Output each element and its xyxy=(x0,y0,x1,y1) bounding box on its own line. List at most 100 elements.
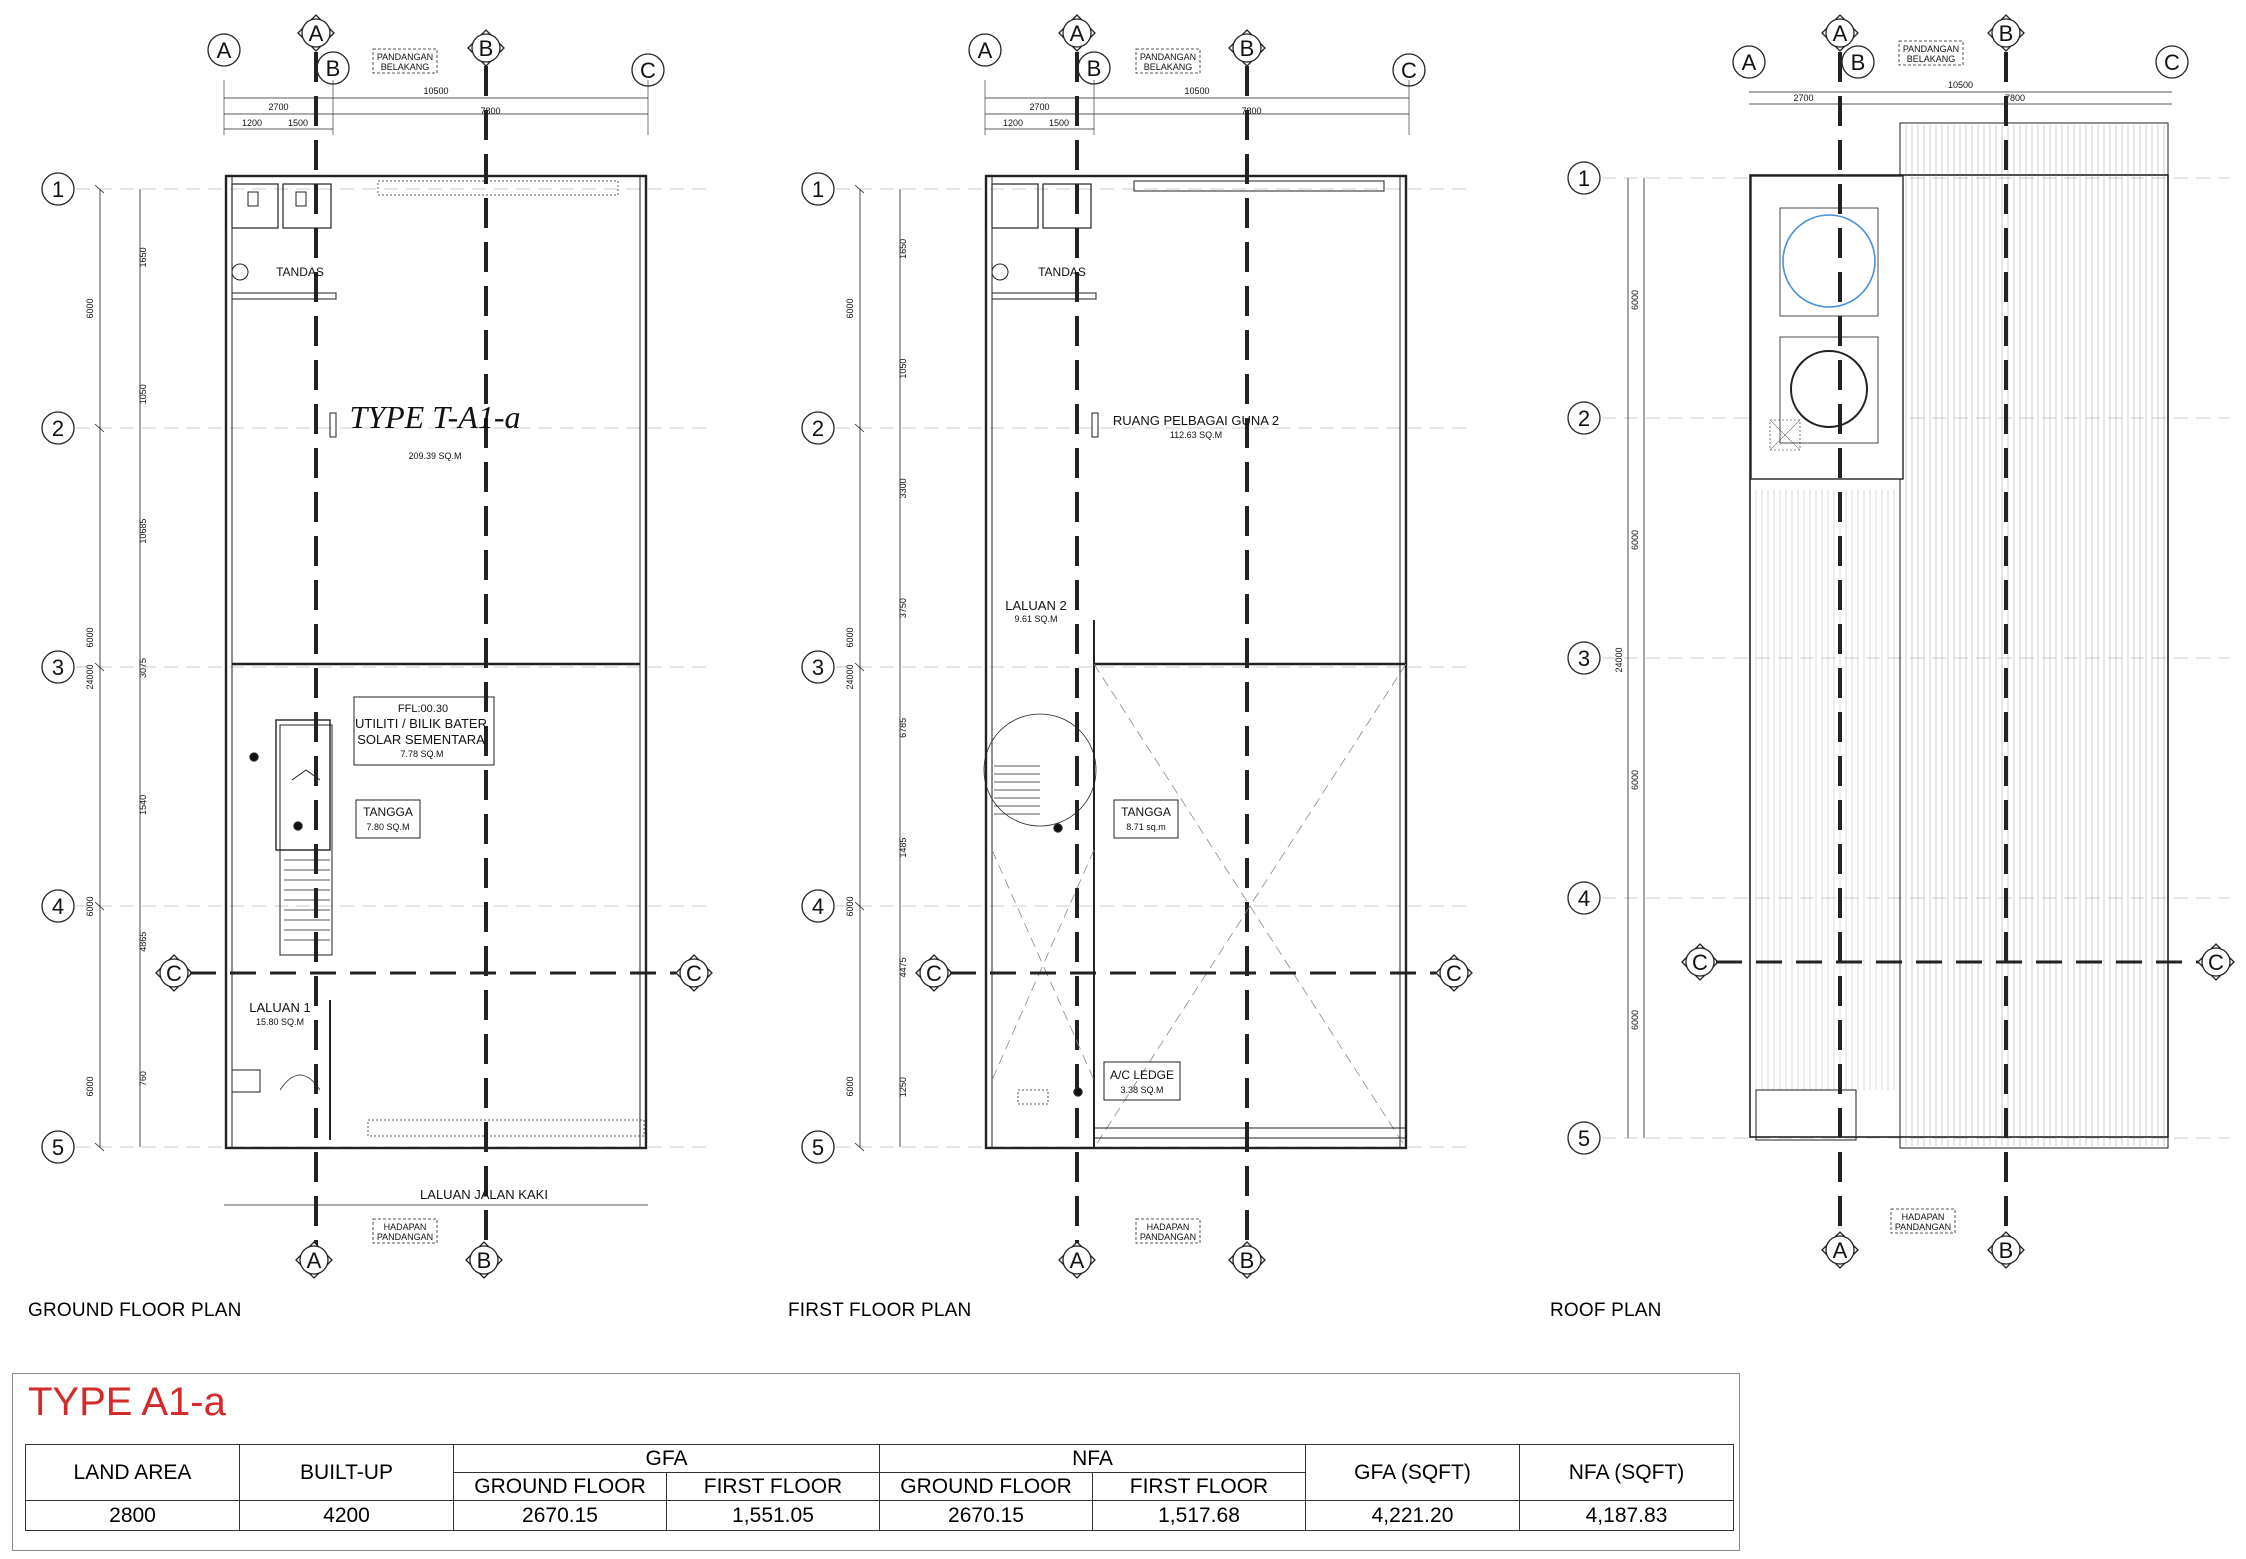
grid-row-3-label: 3 xyxy=(812,655,824,680)
grid-row-4-label: 4 xyxy=(812,894,824,919)
dim-bay-1: 6000 xyxy=(845,298,855,318)
dim-left-2: 10685 xyxy=(138,519,148,544)
roof-hatch xyxy=(1769,419,1801,451)
dim-tick xyxy=(854,662,865,672)
grid-row-2-bubble xyxy=(801,411,835,445)
utility-label-box xyxy=(353,696,495,766)
nfa-first-value: 1,517.68 xyxy=(1092,1500,1306,1531)
grid-col-b-diamond-top-bubble xyxy=(1232,33,1262,63)
grid-col-a-diamond-top-bubble xyxy=(301,18,331,48)
stair-arrow xyxy=(291,769,321,781)
ac-area: 3.38 SQ.M xyxy=(1120,1085,1163,1095)
dim-bay-1: 6000 xyxy=(85,298,95,318)
dim-left-1: 1050 xyxy=(138,384,148,404)
building-inner-outline xyxy=(231,175,641,1149)
gfa-sqft-value: 4,221.20 xyxy=(1305,1500,1520,1531)
grid-col-a-top-label: A xyxy=(1742,50,1757,75)
grid-b-bottom-bubble xyxy=(1232,1245,1262,1275)
ac-box xyxy=(1103,1061,1181,1101)
grid-row-3-label: 3 xyxy=(1578,646,1590,671)
schedule-title: TYPE A1-a xyxy=(28,1380,226,1424)
ac-label: A/C LEDGE xyxy=(1110,1068,1174,1082)
grid-a-bottom-label: A xyxy=(1070,1248,1085,1273)
grid-col-a-diamond-top-bubble xyxy=(1062,18,1092,48)
first-tandas-label: TANDAS xyxy=(1038,265,1086,279)
building-inner-outline xyxy=(991,175,1401,1149)
toilet-cubicle-1 xyxy=(231,183,279,229)
grid-row-2-label: 2 xyxy=(1578,406,1590,431)
grid-row-1-bubble xyxy=(1567,161,1601,195)
gfa-sqft-header: GFA (SQFT) xyxy=(1305,1444,1520,1501)
ground-front-view-line2: PANDANGAN xyxy=(377,1232,433,1242)
roof-sheet-area xyxy=(1899,122,2169,1149)
laluan-area: 15.80 SQ.M xyxy=(256,1017,304,1027)
nfa-header: NFA xyxy=(879,1444,1306,1473)
column-marker xyxy=(329,412,337,438)
grid-row-4-bubble xyxy=(801,889,835,923)
dim-bay-4: 6000 xyxy=(85,1076,95,1096)
tangga-box xyxy=(1113,799,1179,839)
grid-col-b-diamond-top-label: B xyxy=(479,36,494,61)
ground-rear-view-line2: BELAKANG xyxy=(381,62,430,72)
toilet-cubicle-2 xyxy=(282,183,332,229)
grid-c-right-bubble xyxy=(679,958,709,988)
tangga-box xyxy=(355,799,421,839)
dim-overall-width: 10500 xyxy=(1948,80,1973,90)
hatch-x2 xyxy=(1769,419,1801,451)
first-rear-view-line2: BELAKANG xyxy=(1144,62,1193,72)
grid-row-5-bubble xyxy=(41,1130,75,1164)
wc-2 xyxy=(295,191,307,207)
grid-col-b-diamond-top-label: B xyxy=(1999,21,2014,46)
grid-col-c-top-label: C xyxy=(1401,58,1417,83)
gfa-first-floor-header: FIRST FLOOR xyxy=(666,1472,880,1501)
dim-overall-width: 10500 xyxy=(1184,86,1209,96)
grid-row-5-label: 5 xyxy=(1578,1126,1590,1151)
laluan2-area: 9.61 SQ.M xyxy=(1014,614,1057,624)
grid-b-bottom-bubble xyxy=(469,1245,499,1275)
dim-left-4: 1540 xyxy=(138,795,148,815)
ground-tandas-label: TANDAS xyxy=(276,265,324,279)
gfa-ground-floor-header: GROUND FLOOR xyxy=(453,1472,667,1501)
utility-dot xyxy=(249,752,259,762)
grid-row-2-label: 2 xyxy=(812,416,824,441)
dim-left-5: 4865 xyxy=(138,932,148,952)
dim-tick xyxy=(854,1142,865,1152)
first-tangga-label: TANGGA xyxy=(1121,805,1171,819)
roof-front-view-box xyxy=(1890,1208,1956,1234)
first-rear-view-box xyxy=(1135,48,1201,74)
roof-rear-view-line2: BELAKANG xyxy=(1907,54,1956,64)
grid-b-bottom-label: B xyxy=(1240,1248,1255,1273)
grid-row-3-bubble xyxy=(801,650,835,684)
grid-col-a-top-label: A xyxy=(217,38,232,63)
utility-room-wall xyxy=(275,719,331,851)
dim-left-3: 3075 xyxy=(138,658,148,678)
dim-tick xyxy=(94,1142,105,1152)
grid-col-b-diamond-top-label: B xyxy=(1240,36,1255,61)
laluan2-label: LALUAN 2 xyxy=(1005,598,1066,613)
grid-c-left-label: C xyxy=(926,961,942,986)
grid-col-a-diamond-top-bubble xyxy=(1825,18,1855,48)
dim-bay-1: 6000 xyxy=(1630,290,1640,310)
laluan-fixture xyxy=(231,1069,261,1093)
toilet-cubicle-2 xyxy=(1042,183,1092,229)
toilet-wall xyxy=(991,292,1097,300)
first-floor-plan-title: FIRST FLOOR PLAN xyxy=(788,1300,972,1321)
dim-left-0: 1650 xyxy=(138,247,148,267)
first-tangga-area: 8.71 sq.m xyxy=(1126,822,1166,832)
nfa-sqft-value: 4,187.83 xyxy=(1519,1500,1734,1531)
grid-a-bottom-bubble xyxy=(1825,1235,1855,1265)
grid-row-2-bubble xyxy=(1567,401,1601,435)
land-area-header: LAND AREA xyxy=(25,1444,240,1501)
grid-col-b-top-label: B xyxy=(1851,50,1866,75)
grid-b-bottom-bubble xyxy=(1991,1235,2021,1265)
dim-left-6: 4475 xyxy=(898,957,908,977)
first-front-view-line2: PANDANGAN xyxy=(1140,1232,1196,1242)
utiliti-line1: UTILITI / BILIK BATER xyxy=(355,716,487,731)
toilet-wall xyxy=(231,292,337,300)
dim-overall-depth: 24000 xyxy=(85,664,95,689)
stair-void-diagonal-1 xyxy=(991,849,1095,1081)
ground-tangga-label: TANGGA xyxy=(363,805,413,819)
dim-left-0: 1650 xyxy=(898,239,908,259)
walkway-label: LALUAN JALAN KAKI xyxy=(420,1187,548,1202)
